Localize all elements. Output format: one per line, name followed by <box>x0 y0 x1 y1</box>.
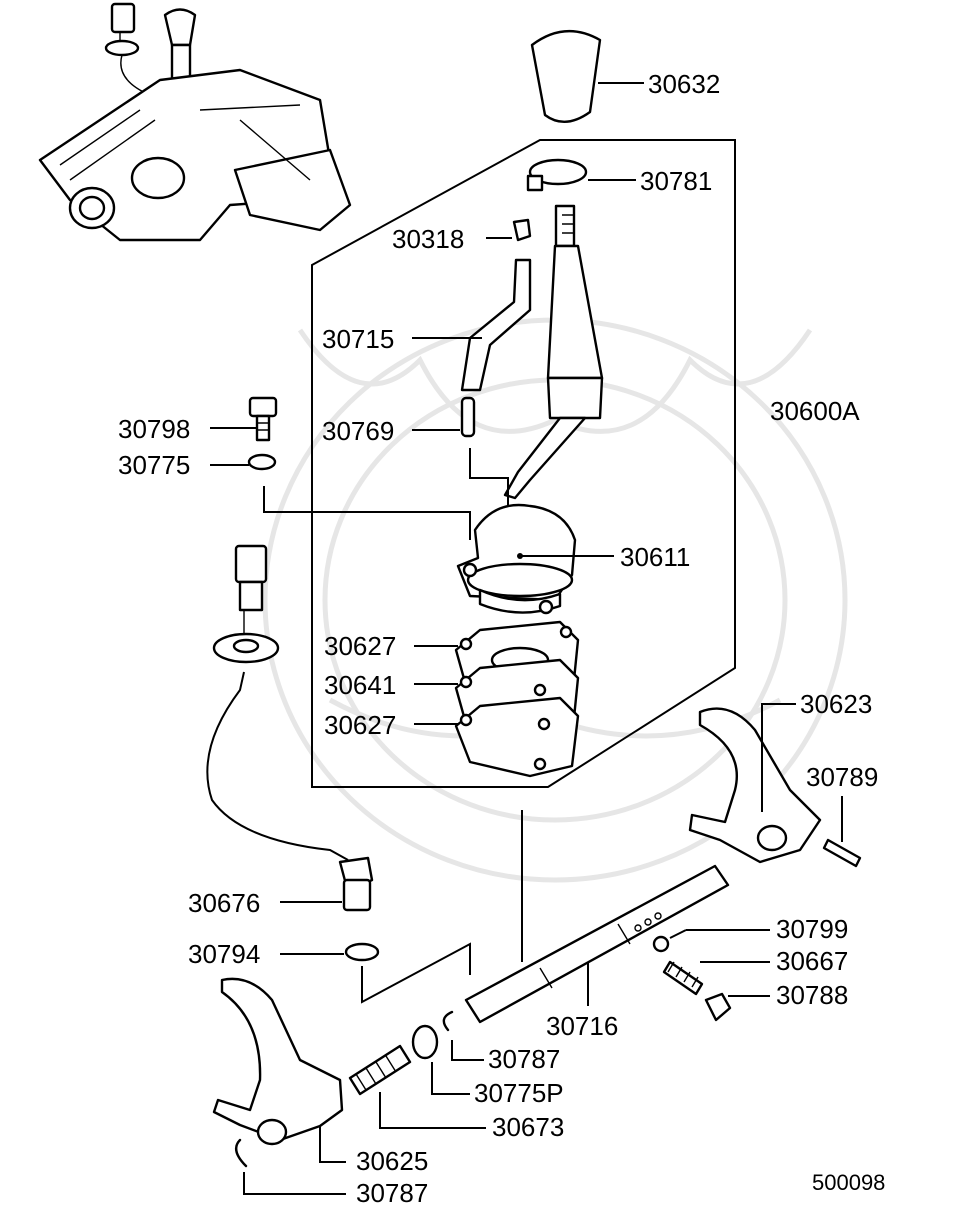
clip-upper <box>442 1010 454 1032</box>
label-30623: 30623 <box>800 689 872 719</box>
shift-lever <box>503 204 604 500</box>
label-30667: 30667 <box>776 946 848 976</box>
shift-fork-upper <box>688 703 822 864</box>
label-30625: 30625 <box>356 1146 428 1176</box>
small-pin <box>460 396 476 438</box>
label-30673: 30673 <box>492 1112 564 1142</box>
switch-gasket <box>344 942 380 962</box>
washer-30775P <box>411 1024 439 1060</box>
label-30775P: 30775P <box>474 1078 564 1108</box>
bolt-and-washer <box>210 396 278 471</box>
shift-knob <box>530 29 602 123</box>
label-30611: 30611 <box>620 542 690 572</box>
backup-lamp-switch <box>206 544 374 912</box>
gasket-stack <box>414 620 580 778</box>
bent-tube <box>460 258 532 392</box>
clip-lower <box>234 1138 248 1168</box>
label-30632: 30632 <box>648 69 720 99</box>
reference-code: 500098 <box>812 1170 885 1195</box>
label-30676: 30676 <box>188 888 260 918</box>
transmission-overview-illustration <box>38 2 352 242</box>
label-30715: 30715 <box>322 324 394 354</box>
shift-fork-lower <box>212 977 346 1163</box>
compression-spring <box>348 1044 486 1129</box>
label-30627-bottom: 30627 <box>324 710 396 740</box>
roll-pin <box>822 838 862 868</box>
lever-housing <box>456 503 614 615</box>
label-30798: 30798 <box>118 414 190 444</box>
label-30716: 30716 <box>546 1011 618 1041</box>
assembly-boundary <box>311 139 736 788</box>
label-30775: 30775 <box>118 450 190 480</box>
label-30781: 30781 <box>640 166 712 196</box>
label-30789: 30789 <box>806 762 878 792</box>
shift-rail <box>464 864 730 1024</box>
label-30787-lower: 30787 <box>356 1178 428 1208</box>
label-30787-upper: 30787 <box>488 1044 560 1074</box>
label-30788: 30788 <box>776 980 848 1010</box>
plug-part <box>512 218 532 242</box>
label-30600A: 30600A <box>770 396 860 426</box>
label-30318: 30318 <box>392 224 464 254</box>
label-30627-top: 30627 <box>324 631 396 661</box>
label-30769: 30769 <box>322 416 394 446</box>
label-30799: 30799 <box>776 914 848 944</box>
label-30794: 30794 <box>188 939 260 969</box>
clamp-band <box>526 158 636 192</box>
detent-ball-spring-plug <box>652 929 770 1022</box>
label-30641: 30641 <box>324 670 396 700</box>
